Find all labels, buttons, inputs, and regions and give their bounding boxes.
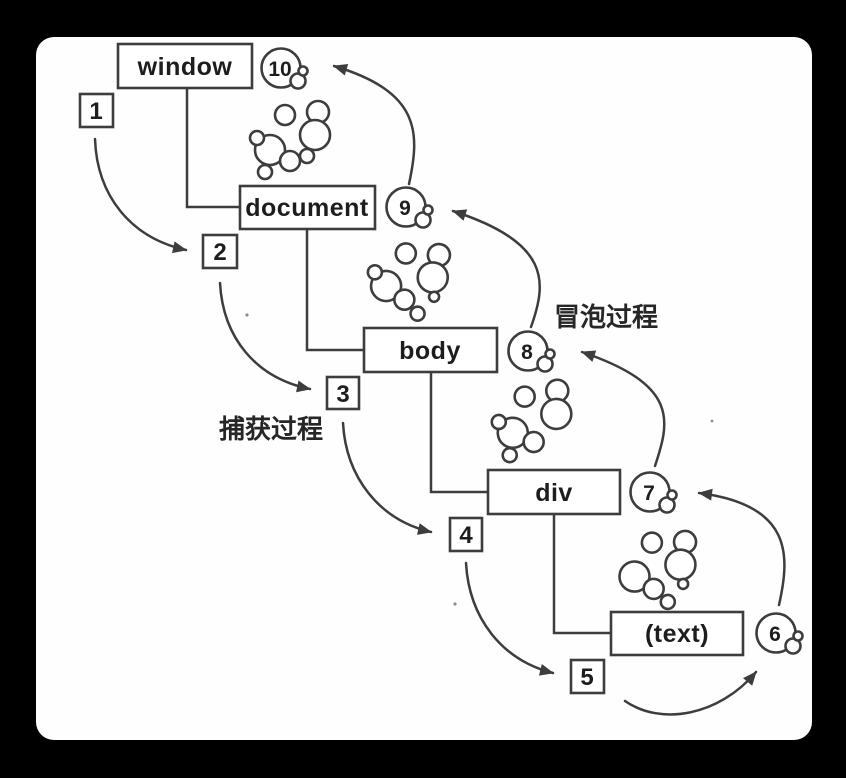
node-text-label: (text) xyxy=(645,620,709,648)
label-capture-phase: 捕获过程 xyxy=(219,415,323,445)
node-text: (text) xyxy=(609,610,745,657)
arrow-bubble-8-9 xyxy=(451,209,541,329)
arrow-bubble-6-7 xyxy=(697,488,786,607)
bubble-circle xyxy=(256,163,274,181)
bubble-circle xyxy=(539,397,573,431)
capture-step-4-number: 4 xyxy=(459,522,473,549)
bubble-step-10: 10 xyxy=(260,47,309,90)
capture-step-4: 4 xyxy=(448,516,484,553)
speck xyxy=(710,419,714,423)
capture-step-3-box xyxy=(325,375,361,411)
capture-step-5: 5 xyxy=(569,658,606,695)
bubble-tail-circle xyxy=(297,65,309,77)
node-div: div xyxy=(486,468,622,516)
bubble-circle xyxy=(427,290,441,304)
bubble-cluster-document-body xyxy=(366,242,452,322)
bubble-circle xyxy=(618,560,651,593)
bubble-circle xyxy=(640,531,664,554)
arrow-bubble-9-10 xyxy=(332,63,416,186)
bubble-step-7-number: 7 xyxy=(643,482,655,505)
arrow-capture-3-4 xyxy=(341,421,433,535)
node-document: document xyxy=(238,184,377,231)
bubble-step-9: 9 xyxy=(385,186,434,229)
capture-step-2-number: 2 xyxy=(213,239,226,266)
bubble-tail-circle xyxy=(792,630,804,642)
connector-div-text xyxy=(552,514,611,635)
connector-window-document xyxy=(185,88,240,209)
bubble-circle xyxy=(278,149,302,173)
bubble-circle xyxy=(522,430,545,454)
speck xyxy=(245,313,249,317)
capture-step-1: 1 xyxy=(78,92,115,129)
bubble-step-8: 8 xyxy=(507,330,556,373)
bubble-circle xyxy=(298,147,316,165)
bubble-circle xyxy=(248,129,266,147)
node-body: body xyxy=(362,326,499,374)
bubble-step-9-number: 9 xyxy=(399,197,411,220)
node-document-box xyxy=(238,184,377,231)
bubble-step-8-number: 8 xyxy=(521,341,533,364)
capture-step-1-number: 1 xyxy=(89,98,102,125)
capture-step-2: 2 xyxy=(201,233,239,270)
bubble-tail-circle xyxy=(666,489,678,501)
bubble-cluster-body-div xyxy=(490,378,573,464)
connector-body-div xyxy=(429,372,488,494)
bubble-step-10-number: 10 xyxy=(268,58,291,81)
node-body-box xyxy=(362,326,499,374)
bubble-tail-circle xyxy=(544,348,556,360)
capture-step-5-box xyxy=(569,658,606,695)
bubble-step-7: 7 xyxy=(629,471,678,514)
bubble-circle xyxy=(642,577,665,601)
bubble-circle xyxy=(659,593,677,611)
node-window: window xyxy=(116,42,254,90)
bubble-circle xyxy=(273,103,297,127)
bubble-circle xyxy=(513,385,536,408)
bubble-step-6-number: 6 xyxy=(769,623,781,646)
capture-step-3-number: 3 xyxy=(336,381,349,408)
bubble-cluster-window-document xyxy=(248,99,332,181)
node-window-label: window xyxy=(137,53,233,81)
node-text-box xyxy=(609,610,745,657)
bubble-circle xyxy=(409,305,426,322)
bubble-circle xyxy=(501,446,519,464)
label-bubble-phase: 冒泡过程 xyxy=(554,303,658,333)
capture-step-4-box xyxy=(448,516,484,553)
capture-step-2-box xyxy=(201,233,239,270)
bubble-circle xyxy=(394,242,418,265)
arrow-step-5-to-6 xyxy=(623,670,758,716)
capture-step-1-box xyxy=(78,92,115,129)
capture-step-3: 3 xyxy=(325,375,361,411)
bubble-circle xyxy=(664,548,697,581)
bubble-circle xyxy=(676,577,690,591)
bubble-cluster-div-text xyxy=(618,529,698,611)
arrow-bubble-7-8 xyxy=(580,350,666,468)
node-div-label: div xyxy=(535,479,573,507)
arrow-capture-1-2 xyxy=(93,137,188,254)
bubble-circle xyxy=(490,413,508,431)
bubble-tail-circle xyxy=(422,204,434,216)
node-document-label: document xyxy=(245,194,369,222)
bubble-circle xyxy=(366,264,384,281)
arrow-capture-2-3 xyxy=(218,281,312,393)
node-div-box xyxy=(486,468,622,516)
node-window-box xyxy=(116,42,254,90)
capture-step-5-number: 5 xyxy=(580,664,593,691)
connector-document-body xyxy=(305,229,364,352)
bubble-circle xyxy=(393,288,416,311)
bubble-circle xyxy=(298,118,332,152)
speck xyxy=(453,602,457,606)
bubble-step-6: 6 xyxy=(755,612,804,655)
node-body-label: body xyxy=(399,337,461,365)
arrow-capture-4-5 xyxy=(464,561,555,676)
paper xyxy=(36,37,812,740)
